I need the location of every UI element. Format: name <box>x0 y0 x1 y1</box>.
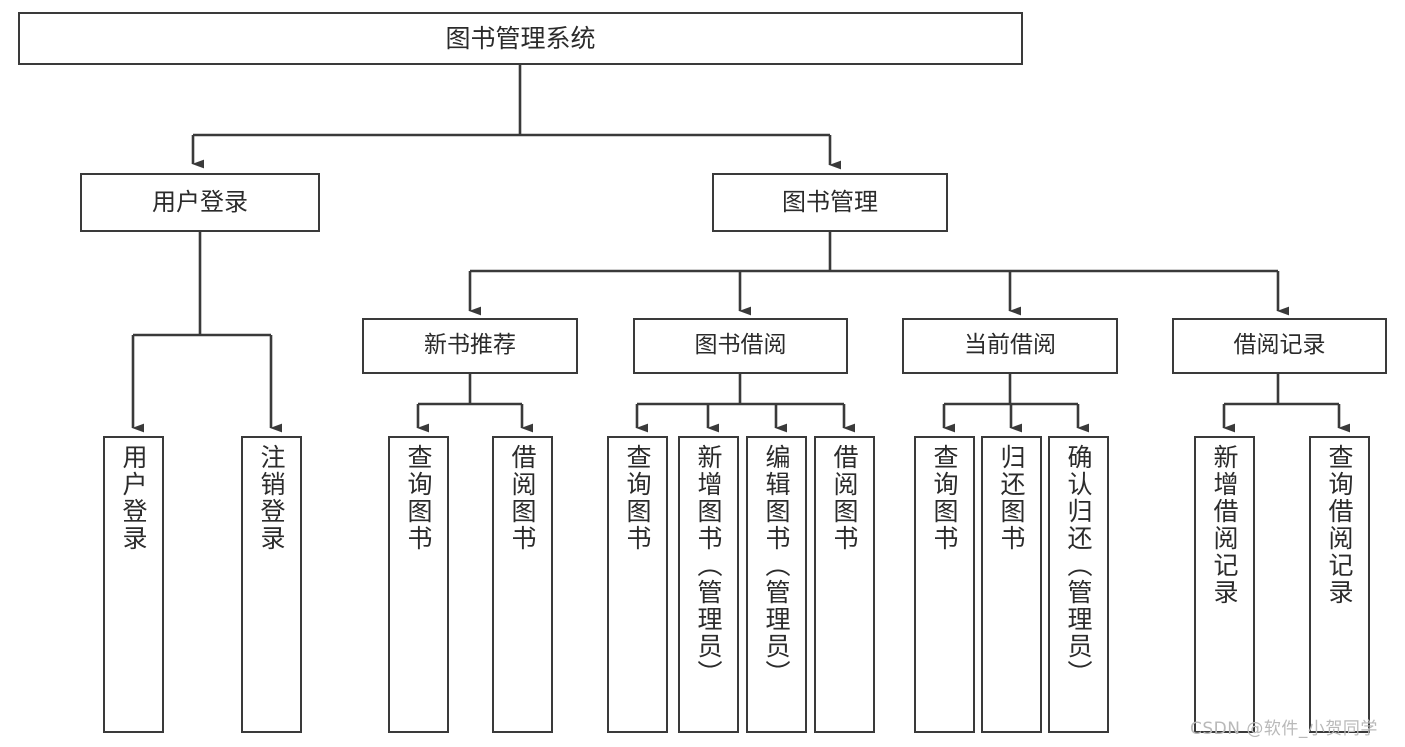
leaf-new-book-query-book[interactable]: 查询图书 <box>388 436 449 733</box>
node-label: 用户登录 <box>152 188 248 217</box>
leaf-user-login-login[interactable]: 用户登录 <box>103 436 164 733</box>
node-label: 新增借阅记录 <box>1210 444 1239 606</box>
node-label: 借阅图书 <box>508 444 537 552</box>
node-label: 查询图书 <box>930 444 959 552</box>
node-label: 查询图书 <box>404 444 433 552</box>
leaf-current-borrow-confirm-return-admin[interactable]: 确认归还（管理员） <box>1048 436 1109 733</box>
node-current-borrow[interactable]: 当前借阅 <box>902 318 1118 374</box>
node-label: 编辑图书（管理员） <box>762 444 791 687</box>
node-label: 借阅图书 <box>830 444 859 552</box>
leaf-user-login-logout[interactable]: 注销登录 <box>241 436 302 733</box>
node-new-book-recommend[interactable]: 新书推荐 <box>362 318 578 374</box>
node-label: 新增图书（管理员） <box>694 444 723 687</box>
node-borrow-record[interactable]: 借阅记录 <box>1172 318 1387 374</box>
node-label: 借阅记录 <box>1233 332 1326 359</box>
node-label: 归还图书 <box>997 444 1026 552</box>
leaf-book-borrow-edit-book-admin[interactable]: 编辑图书（管理员） <box>746 436 807 733</box>
node-label: 查询借阅记录 <box>1325 444 1354 606</box>
node-user-login[interactable]: 用户登录 <box>80 173 320 232</box>
node-label: 注销登录 <box>257 444 286 552</box>
node-label: 图书借阅 <box>694 332 787 359</box>
leaf-borrow-record-add-record[interactable]: 新增借阅记录 <box>1194 436 1255 733</box>
leaf-borrow-record-query-record[interactable]: 查询借阅记录 <box>1309 436 1370 733</box>
leaf-book-borrow-borrow-book[interactable]: 借阅图书 <box>814 436 875 733</box>
leaf-new-book-borrow-book[interactable]: 借阅图书 <box>492 436 553 733</box>
node-label: 图书管理 <box>782 188 878 217</box>
node-label: 用户登录 <box>119 444 148 552</box>
leaf-current-borrow-return-book[interactable]: 归还图书 <box>981 436 1042 733</box>
node-label: 确认归还（管理员） <box>1064 444 1093 687</box>
node-book-borrow[interactable]: 图书借阅 <box>633 318 848 374</box>
node-label: 图书管理系统 <box>445 23 596 53</box>
node-label: 查询图书 <box>623 444 652 552</box>
node-root-book-management-system[interactable]: 图书管理系统 <box>18 12 1023 65</box>
watermark-text: CSDN @软件_小贺同学 <box>1190 719 1378 739</box>
leaf-book-borrow-add-book-admin[interactable]: 新增图书（管理员） <box>678 436 739 733</box>
node-label: 新书推荐 <box>424 332 516 359</box>
leaf-current-borrow-query-book[interactable]: 查询图书 <box>914 436 975 733</box>
node-label: 当前借阅 <box>964 332 1056 359</box>
node-book-management[interactable]: 图书管理 <box>712 173 948 232</box>
leaf-book-borrow-query-book[interactable]: 查询图书 <box>607 436 668 733</box>
